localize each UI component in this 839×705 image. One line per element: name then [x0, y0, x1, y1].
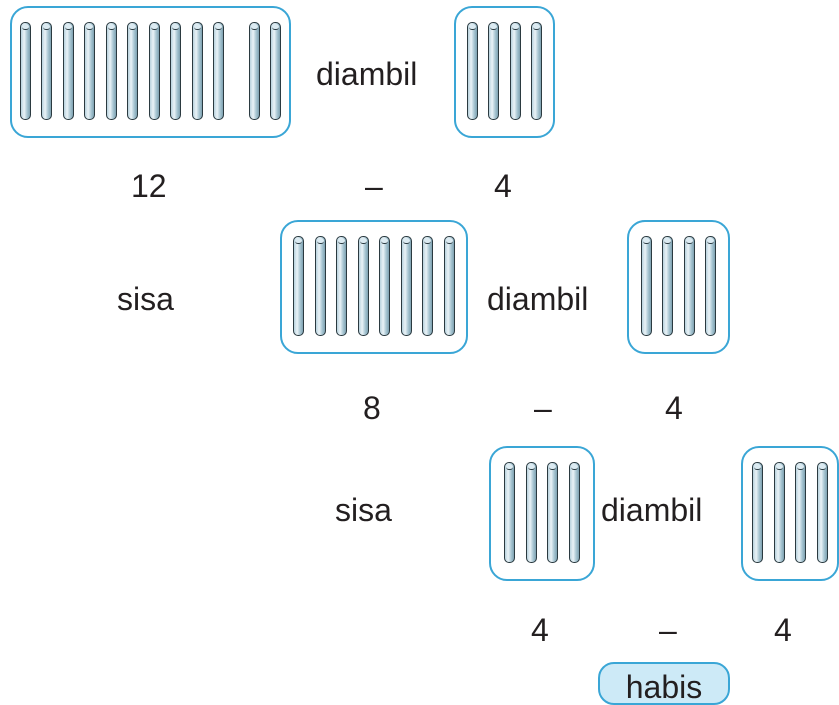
group-box-row3-left [489, 446, 595, 581]
stick-icon [662, 236, 674, 336]
action-label-row1: diambil [316, 56, 418, 92]
group-box-row1-right [454, 6, 555, 138]
stick-icon [270, 22, 282, 120]
prefix-label-row2: sisa [117, 281, 174, 317]
stick-icon [248, 22, 260, 120]
stick-icon [84, 22, 96, 120]
stick-icon [443, 236, 455, 336]
stick-icon [488, 22, 500, 120]
stick-icon [379, 236, 391, 336]
group-box-row2-left [280, 220, 468, 354]
prefix-label-row3: sisa [335, 492, 392, 528]
result-badge: habis [598, 662, 730, 705]
stick-icon [105, 22, 117, 120]
stick-icon [170, 22, 182, 120]
stick-icon [509, 22, 521, 120]
stick-icon [568, 462, 580, 563]
number-row1-b: 4 [494, 168, 512, 204]
stick-icon [816, 462, 828, 563]
number-row3-a: 4 [531, 612, 549, 648]
stick-icon [683, 236, 695, 336]
stick-icon [773, 462, 785, 563]
group-box-row1-left [10, 6, 291, 138]
stick-icon [531, 22, 543, 120]
action-label-row3: diambil [601, 492, 703, 528]
number-row3-b: 4 [774, 612, 792, 648]
stick-icon [127, 22, 139, 120]
number-row1-a: 12 [131, 168, 167, 204]
stick-icon [466, 22, 478, 120]
stick-icon [795, 462, 807, 563]
operator-row3: – [659, 612, 677, 648]
group-box-row3-right [741, 446, 839, 581]
stick-icon [41, 22, 53, 120]
stick-icon [357, 236, 369, 336]
number-row2-a: 8 [363, 390, 381, 426]
stick-icon [293, 236, 305, 336]
stick-icon [400, 236, 412, 336]
stick-icon [504, 462, 516, 563]
stick-icon [705, 236, 717, 336]
stick-icon [336, 236, 348, 336]
stick-icon [191, 22, 203, 120]
stick-icon [213, 22, 225, 120]
stick-icon [640, 236, 652, 336]
stick-icon [525, 462, 537, 563]
stick-icon [148, 22, 160, 120]
number-row2-b: 4 [665, 390, 683, 426]
stick-icon [422, 236, 434, 336]
operator-row1: – [365, 168, 383, 204]
stick-icon [19, 22, 31, 120]
group-box-row2-right [627, 220, 730, 354]
action-label-row2: diambil [487, 281, 589, 317]
stick-icon [62, 22, 74, 120]
operator-row2: – [534, 390, 552, 426]
stick-icon [314, 236, 326, 336]
stick-icon [547, 462, 559, 563]
stick-icon [752, 462, 764, 563]
